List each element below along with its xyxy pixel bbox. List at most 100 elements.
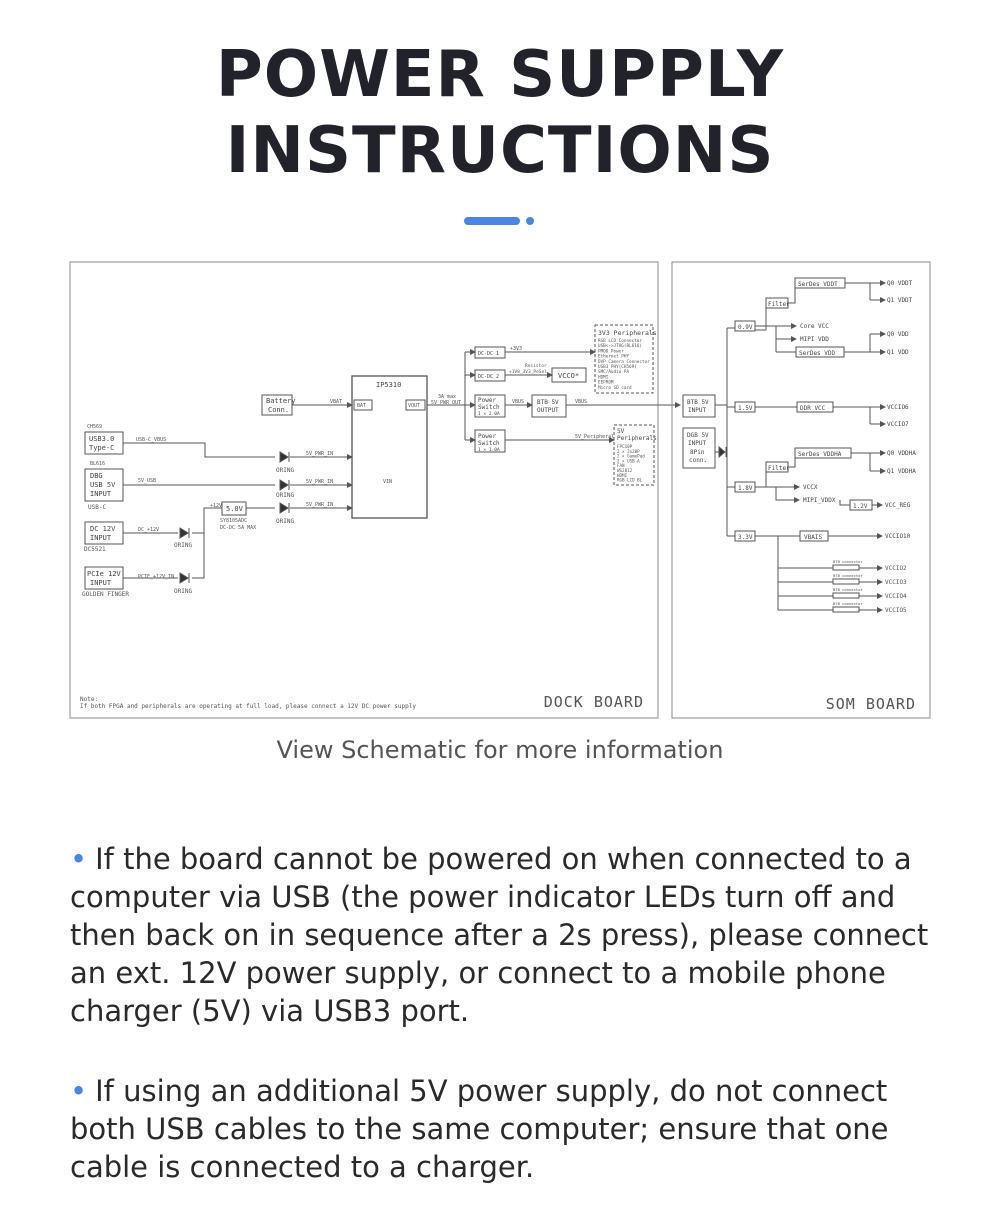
svg-text:PCIE_+12V_IN: PCIE_+12V_IN xyxy=(138,574,174,580)
serdes-vdd-box: SerDes VDD xyxy=(799,350,836,357)
peripheral-5v-item: FAN xyxy=(617,463,625,468)
vbais-box: VBAIS xyxy=(804,534,822,541)
vcco-box: VCCO* xyxy=(551,367,587,383)
svg-text:0.9V: 0.9V xyxy=(738,324,753,331)
dcdc-1: DC-DC 1 xyxy=(474,346,506,359)
peripheral-3v3-item: RGB LCD Connector xyxy=(598,338,642,344)
svg-text:3V3 Peripherals: 3V3 Peripherals xyxy=(598,329,657,337)
peripheral-3v3-item: Micro SD card xyxy=(598,385,632,391)
svg-text:VBUS: VBUS xyxy=(575,399,587,405)
peripheral-3v3-item: HDMI xyxy=(598,374,609,380)
svg-text:3A max: 3A max xyxy=(438,394,456,400)
svg-text:Q0 VDDT: Q0 VDDT xyxy=(887,280,913,287)
svg-text:1 × 1.0A: 1 × 1.0A xyxy=(478,447,500,453)
bullet-icon: • xyxy=(70,842,88,876)
svg-text:OUTPUT: OUTPUT xyxy=(537,407,559,414)
rail-3v3: 3.3V xyxy=(727,530,756,542)
svg-text:5V_USB: 5V_USB xyxy=(138,478,156,484)
rail-1v5: 1.5V xyxy=(727,401,756,413)
svg-text:ORING: ORING xyxy=(276,492,294,499)
svg-text:INPUT: INPUT xyxy=(90,490,112,498)
svg-text:ORING: ORING xyxy=(276,518,294,525)
svg-text:+12V: +12V xyxy=(210,503,222,509)
svg-text:GOLDEN FINGER: GOLDEN FINGER xyxy=(82,591,129,598)
svg-text:VIN: VIN xyxy=(383,479,392,485)
filter-box xyxy=(832,606,860,613)
btb-5v-output: BTB 5V OUTPUT xyxy=(531,394,567,418)
svg-text:INPUT: INPUT xyxy=(688,407,706,414)
svg-text:8Pin: 8Pin xyxy=(690,449,705,456)
power-switch-1a: Power Switch 1 × 1.0A xyxy=(474,429,506,453)
input-dbg-usb-5v: BL616 DBG USB 5V INPUT USB-C 5V_USB xyxy=(84,461,156,511)
serdes-vddha-box: SerDes VDDHA xyxy=(798,451,842,458)
instruction-note-1: •If the board cannot be powered on when … xyxy=(70,840,960,1030)
svg-text:DC-DC 1: DC-DC 1 xyxy=(478,351,499,357)
dock-note-heading: Note: xyxy=(80,696,98,703)
svg-text:Conn.: Conn. xyxy=(268,406,289,414)
svg-text:DC-DC 5A MAX: DC-DC 5A MAX xyxy=(220,525,256,531)
oring-diode-2: ORING xyxy=(276,479,294,499)
peripherals-3v3: 3V3 Peripherals RGB LCD ConnectorUSB<->J… xyxy=(594,324,657,394)
svg-text:3.3V: 3.3V xyxy=(738,534,753,541)
svg-text:+1V8_3V3_PeSel: +1V8_3V3_PeSel xyxy=(509,369,547,375)
page-title-line-2: INSTRUCTIONS xyxy=(225,114,775,188)
instruction-note-2-text: If using an additional 5V power supply, … xyxy=(70,1074,889,1184)
svg-text:USB-C: USB-C xyxy=(88,504,106,511)
svg-text:Power: Power xyxy=(478,397,496,404)
power-switch-2a: Power Switch 1 × 2.0A xyxy=(474,394,506,418)
dbg-5v-input: DGB 5V INPUT 8Pin conn. xyxy=(682,427,716,469)
svg-text:VCCIO10: VCCIO10 xyxy=(885,533,911,540)
svg-text:conn.: conn. xyxy=(689,457,707,464)
instruction-note-1-text: If the board cannot be powered on when c… xyxy=(70,842,929,1028)
peripheral-3v3-item: DVP Camera Connector xyxy=(598,359,650,365)
svg-text:VOUT: VOUT xyxy=(408,403,420,409)
oring-diode-5: ORING xyxy=(174,572,192,595)
dcdc-2: DC-DC 2 xyxy=(474,369,506,382)
svg-text:VCCIO6: VCCIO6 xyxy=(887,404,909,411)
peripheral-3v3-item: PMOD Power xyxy=(598,348,624,354)
svg-text:1.5V: 1.5V xyxy=(738,405,753,412)
filter-label-1: Filter xyxy=(768,301,790,308)
svg-text:VCCX: VCCX xyxy=(803,484,818,491)
svg-text:DC-DC 2: DC-DC 2 xyxy=(478,374,499,380)
svg-text:5V_Peripheral: 5V_Peripheral xyxy=(575,434,614,440)
filter-box xyxy=(832,578,860,585)
svg-text:ORING: ORING xyxy=(174,588,192,595)
svg-text:VBUS: VBUS xyxy=(512,399,524,405)
btb-connector-label: BTB connector xyxy=(833,573,863,578)
svg-text:INPUT: INPUT xyxy=(90,534,112,542)
svg-text:1.8V: 1.8V xyxy=(738,485,753,492)
power-schematic-diagram: DOCK BOARD Note: If both FPGA and periph… xyxy=(69,261,931,719)
dock-board-label: DOCK BOARD xyxy=(544,693,644,711)
svg-text:5V_PWR_IN: 5V_PWR_IN xyxy=(306,451,333,457)
svg-text:1 × 2.0A: 1 × 2.0A xyxy=(478,411,500,417)
svg-text:BL616: BL616 xyxy=(90,461,105,467)
peripheral-5v-item: FPC10P xyxy=(617,444,633,449)
filter-box xyxy=(832,564,860,571)
som-board-label: SOM BOARD xyxy=(826,695,916,713)
page-title-line-1: POWER SUPPLY xyxy=(215,38,785,112)
svg-text:Power: Power xyxy=(478,433,496,440)
svg-text:Battery: Battery xyxy=(266,397,296,405)
svg-text:DC 12V: DC 12V xyxy=(90,525,116,533)
title-underline-bar xyxy=(464,217,520,225)
svg-text:DC_+12V: DC_+12V xyxy=(138,527,159,533)
svg-text:Peripherals: Peripherals xyxy=(617,435,657,442)
svg-text:INPUT: INPUT xyxy=(90,579,112,587)
peripheral-3v3-item: USB<->JTAG(BL616) xyxy=(598,343,642,349)
btb-connector-label: BTB connector xyxy=(833,601,863,606)
svg-text:MIPI_VDDX: MIPI_VDDX xyxy=(803,497,836,504)
filter-box xyxy=(832,592,860,599)
vccio-output-label: VCCIO3 xyxy=(885,579,907,586)
serdes-vddt-box: SerDes VDDT xyxy=(798,281,838,288)
svg-text:INPUT: INPUT xyxy=(688,440,706,447)
svg-text:BTB 5V: BTB 5V xyxy=(687,399,709,406)
bullet-icon: • xyxy=(70,1074,88,1108)
svg-text:ORING: ORING xyxy=(174,542,192,549)
input-pcie-12v: PCIe 12V INPUT GOLDEN FINGER PCIE_+12V_I… xyxy=(82,566,174,598)
svg-text:MIPI VDD: MIPI VDD xyxy=(800,336,829,343)
oring-diode-1: ORING xyxy=(276,451,294,474)
svg-text:ORING: ORING xyxy=(276,467,294,474)
svg-text:Switch: Switch xyxy=(478,404,500,411)
svg-text:VCCIO7: VCCIO7 xyxy=(887,421,909,428)
